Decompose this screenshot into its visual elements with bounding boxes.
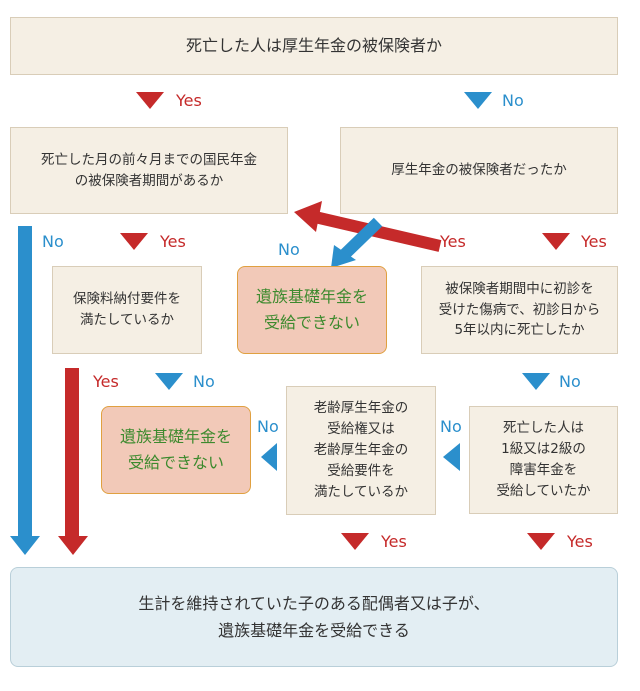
result-not-eligible-1: 遺族基礎年金を 受給できない [237,266,387,354]
down-arrow-yes-3 [542,233,570,250]
no-path-arrow-head [10,536,40,555]
label-no-7: No [440,417,462,436]
down-arrow-yes-1 [136,92,164,109]
diagonal-no-arrow-head [331,245,356,268]
down-arrow-yes-2 [120,233,148,250]
label-yes-2: Yes [160,232,186,251]
result-not-eligible-2: 遺族基礎年金を 受給できない [101,406,251,494]
label-no-4: No [193,372,215,391]
label-no-1: No [502,91,524,110]
down-arrow-no-3 [522,373,550,390]
label-no-5: No [559,372,581,391]
label-yes-1: Yes [176,91,202,110]
question-disability-pension-grade: 死亡した人は 1級又は2級の 障害年金を 受給していたか [469,406,618,514]
diagonal-no-arrow-shaft [340,217,383,259]
question-was-employee-insured: 厚生年金の被保険者だったか [340,127,618,214]
label-no-6: No [257,417,279,436]
label-yes-3: Yes [440,232,466,251]
yes-path-arrow-shaft [65,368,79,539]
question-national-pension-period: 死亡した月の前々月までの国民年金 の被保険者期間があるか [10,127,288,214]
down-arrow-no-1 [464,92,492,109]
question-premium-requirements: 保険料納付要件を 満たしているか [52,266,202,354]
left-arrow-no-2 [443,443,460,471]
label-yes-4: Yes [581,232,607,251]
diagonal-yes-arrow-shaft [313,211,442,252]
left-arrow-no-1 [261,443,277,471]
diagonal-yes-arrow-head [294,201,322,232]
label-yes-6: Yes [381,532,407,551]
down-arrow-yes-4 [341,533,369,550]
question-old-age-pension-rights: 老齢厚生年金の 受給権又は 老齢厚生年金の 受給要件を 満たしているか [286,386,436,515]
label-no-2: No [42,232,64,251]
label-yes-5: Yes [93,372,119,391]
no-path-arrow-shaft [18,226,32,539]
question-first-visit-within-5-years: 被保険者期間中に初診を 受けた傷病で、初診日から 5年以内に死亡したか [421,266,618,354]
down-arrow-yes-5 [527,533,555,550]
down-arrow-no-2 [155,373,183,390]
result-eligible-survivor-basic-pension: 生計を維持されていた子のある配偶者又は子が、 遺族基礎年金を受給できる [10,567,618,667]
label-yes-7: Yes [567,532,593,551]
question-insured-employee-pension: 死亡した人は厚生年金の被保険者か [10,17,618,75]
label-no-3: No [278,240,300,259]
yes-path-arrow-head [58,536,88,555]
